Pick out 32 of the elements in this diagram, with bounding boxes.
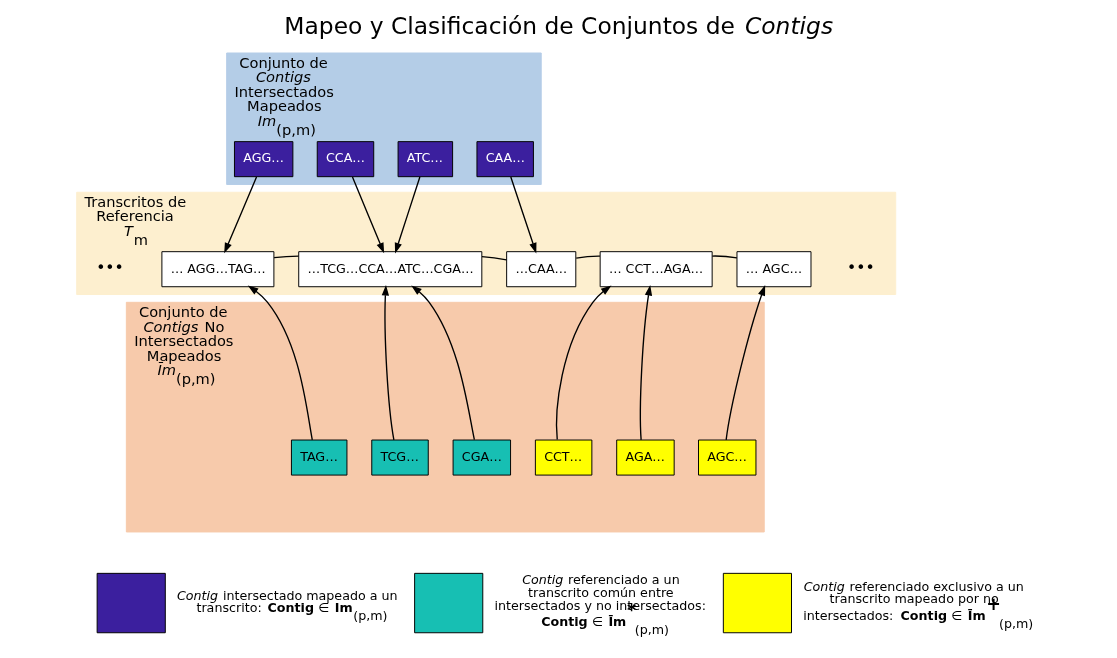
connector bbox=[575, 255, 601, 259]
node-box: TCG… bbox=[370, 439, 429, 476]
node-box: CAA… bbox=[475, 141, 534, 178]
arrow bbox=[724, 285, 765, 441]
arrow bbox=[555, 285, 611, 441]
node-box: … AGC… bbox=[736, 251, 811, 288]
node-box: CCA… bbox=[316, 141, 374, 178]
node-box: TAG… bbox=[290, 439, 347, 476]
label: ••• bbox=[846, 258, 875, 277]
arrow bbox=[639, 285, 652, 441]
node-box: CCT… bbox=[534, 439, 592, 476]
arrow bbox=[509, 176, 536, 254]
arrow bbox=[381, 285, 395, 441]
arrow bbox=[394, 176, 421, 254]
arrow bbox=[223, 176, 257, 254]
arrow bbox=[351, 176, 384, 254]
node-box: AGC… bbox=[697, 439, 756, 476]
arrow bbox=[410, 285, 475, 441]
label: ••• bbox=[95, 258, 124, 277]
node-box: ATC… bbox=[397, 141, 453, 178]
node-box: … AGG…TAG… bbox=[160, 251, 274, 288]
connector bbox=[272, 255, 299, 259]
node-box: …CAA… bbox=[505, 251, 576, 288]
node-box: … CCT…AGA… bbox=[599, 251, 713, 288]
node-box: CGA… bbox=[452, 439, 511, 476]
connector bbox=[711, 255, 738, 259]
arrow bbox=[247, 285, 313, 441]
node-box: AGA… bbox=[615, 439, 675, 476]
connector bbox=[480, 256, 507, 261]
node-box: AGG… bbox=[233, 141, 293, 178]
node-box: …TCG…CCA…ATC…CGA… bbox=[297, 251, 482, 288]
diagram-title: Mapeo y Clasificación de Conjuntos de Contigs bbox=[283, 11, 833, 40]
